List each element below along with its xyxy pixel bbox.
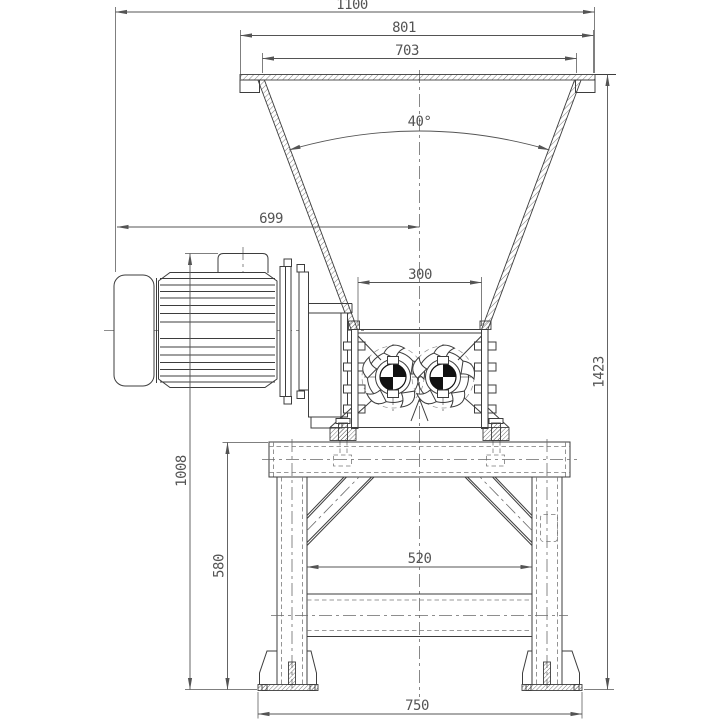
stand-frame	[257, 439, 583, 691]
flange-bolt	[283, 396, 292, 405]
dim-text-40deg: 40°	[408, 114, 432, 130]
hopper-clamp-left	[348, 320, 360, 330]
dim-text-750: 750	[405, 698, 429, 714]
dim-text-1100: 1100	[336, 0, 368, 13]
gearbox-housing	[308, 312, 348, 418]
dimension-stand-height: 580	[212, 442, 268, 690]
dim-text-1423: 1423	[592, 356, 608, 388]
hopper	[239, 74, 616, 330]
dim-text-801: 801	[392, 20, 416, 36]
motor-terminal-box	[217, 253, 269, 273]
dim-text-699: 699	[259, 211, 283, 227]
foot-left	[257, 650, 319, 691]
dim-text-520: 520	[408, 551, 432, 567]
frame-leg-right	[531, 439, 563, 688]
shredder-roller-right	[407, 341, 476, 410]
flange-bolt	[296, 390, 305, 399]
motor-fan-cover	[113, 274, 155, 387]
drive-motor	[113, 253, 278, 388]
dimension-hopper-wall-angle: 40°	[288, 114, 550, 151]
dim-text-1008: 1008	[174, 455, 190, 487]
flange-bolt	[283, 258, 292, 267]
hopper-wall-right	[480, 79, 582, 330]
hopper-clamp-right	[479, 320, 492, 330]
base-plate-right	[521, 684, 583, 691]
hopper-rim	[239, 74, 596, 81]
foot-right	[521, 650, 583, 691]
dim-text-300: 300	[408, 267, 432, 283]
side-plate-right	[481, 329, 489, 429]
dimension-overall-width: 1100	[115, 0, 595, 272]
mount-bolt-left	[338, 422, 348, 441]
gearbox-flange	[298, 271, 309, 391]
diagonal-brace-left	[306, 476, 375, 546]
side-plate-left	[351, 329, 359, 429]
side-plate-bolts	[343, 341, 497, 414]
inspection-opening	[540, 514, 558, 542]
dim-text-703: 703	[395, 43, 419, 59]
lower-cross-member	[271, 593, 568, 637]
motor-cooling-fins	[160, 278, 275, 383]
dimension-hopper-opening-width: 703	[262, 43, 577, 73]
frame-leg-left	[276, 439, 308, 688]
diagonal-brace-right	[464, 476, 533, 546]
gearbox	[279, 258, 353, 429]
motor-finned-body	[158, 272, 278, 388]
dimension-overall-height: 1423	[584, 74, 614, 690]
dimension-motor-edge-to-center: 699	[116, 211, 420, 230]
dimension-chamber-opening-width: 300	[357, 267, 482, 326]
cutting-chamber	[329, 320, 510, 467]
dimensions: 1100 801 703 40° 699	[115, 0, 614, 719]
mount-bolt-right	[491, 422, 501, 441]
hopper-flange-left	[239, 79, 260, 93]
dimension-height-to-motor-top: 1008	[174, 253, 257, 690]
dimension-foot-span: 750	[257, 692, 583, 719]
dim-text-580: 580	[212, 554, 228, 578]
dimension-hopper-outer-width: 801	[240, 20, 594, 79]
flange-bolt	[296, 264, 305, 273]
base-plate-left	[257, 684, 319, 691]
dimension-stand-inner-width: 520	[306, 551, 533, 570]
